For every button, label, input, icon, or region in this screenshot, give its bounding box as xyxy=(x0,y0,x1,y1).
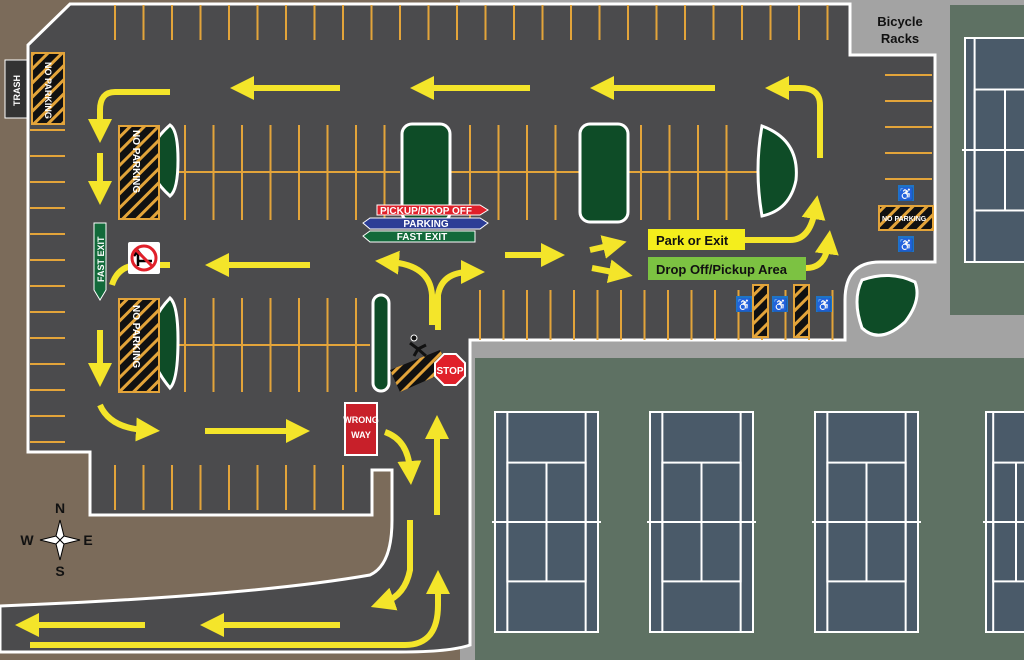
no-left-turn-icon xyxy=(128,242,160,274)
parking-sign-label: PARKING xyxy=(403,219,449,230)
no-parking-label: NO PARKING xyxy=(882,216,927,223)
pickup-drop-off-label: PICKUP/DROP OFF xyxy=(380,206,472,217)
bicycle-rack-area xyxy=(850,0,950,55)
compass-w: W xyxy=(20,532,34,548)
fast-exit-sign-label: FAST EXIT xyxy=(96,236,106,282)
tennis-court xyxy=(812,411,921,633)
island xyxy=(371,293,391,393)
fast-exit-sign: FAST EXIT xyxy=(93,222,107,301)
bicycle-racks-label: Bicycle xyxy=(877,14,923,29)
fast-exit-label: FAST EXIT xyxy=(397,232,448,243)
svg-text:♿: ♿ xyxy=(737,298,752,312)
compass-n: N xyxy=(55,500,65,516)
no-parking-zones xyxy=(31,52,934,393)
tennis-court xyxy=(983,411,1024,633)
traffic-arrows xyxy=(15,76,839,648)
svg-text:♿: ♿ xyxy=(899,187,914,201)
direction-sign: PICKUP/DROP OFF PARKING FAST EXIT xyxy=(362,204,489,243)
tennis-court xyxy=(962,37,1024,263)
trash-sign: TRASH xyxy=(4,59,28,119)
no-parking-label: NO PARKING xyxy=(130,130,141,193)
way-label: WAY xyxy=(351,430,371,440)
wheelchair-icon: ♿ xyxy=(772,296,788,312)
no-parking-label: NO PARKING xyxy=(43,62,53,119)
islands xyxy=(148,122,919,393)
stop-sign: STOP xyxy=(434,353,466,386)
no-parking-labels: NO PARKING NO PARKING NO PARKING NO PARK… xyxy=(43,62,927,368)
compass-s: S xyxy=(55,563,64,579)
island xyxy=(578,122,630,224)
park-or-exit-label: Park or Exit xyxy=(656,233,729,248)
wheelchair-icon: ♿ xyxy=(736,296,752,312)
park-or-exit-box xyxy=(648,229,745,250)
tennis-court xyxy=(492,411,601,633)
svg-text:♿: ♿ xyxy=(773,298,788,312)
compass-rose: N S W E xyxy=(20,500,92,579)
pedestrian-icon xyxy=(409,334,427,358)
island xyxy=(756,123,798,218)
no-parking-label: NO PARKING xyxy=(130,305,141,368)
svg-text:♿: ♿ xyxy=(899,238,914,252)
stop-label: STOP xyxy=(436,366,463,377)
drop-off-pickup-box xyxy=(648,257,806,280)
trash-label: TRASH xyxy=(12,75,22,106)
wheelchair-icon: ♿ xyxy=(816,296,832,312)
wheelchair-icon: ♿ xyxy=(898,185,914,201)
island xyxy=(855,274,919,337)
drop-off-pickup-label: Drop Off/Pickup Area xyxy=(656,262,788,277)
wrong-label: WRONG xyxy=(343,415,379,425)
handicap-icons: ♿ ♿ ♿ ♿ ♿ xyxy=(736,185,914,312)
compass-e: E xyxy=(83,532,92,548)
svg-text:♿: ♿ xyxy=(817,298,832,312)
bicycle-racks-label: Racks xyxy=(881,31,919,46)
tennis-court xyxy=(647,411,756,633)
asphalt-lot xyxy=(0,2,937,654)
wheelchair-icon: ♿ xyxy=(898,236,914,252)
wrong-way-sign: WRONG WAY xyxy=(343,402,379,456)
